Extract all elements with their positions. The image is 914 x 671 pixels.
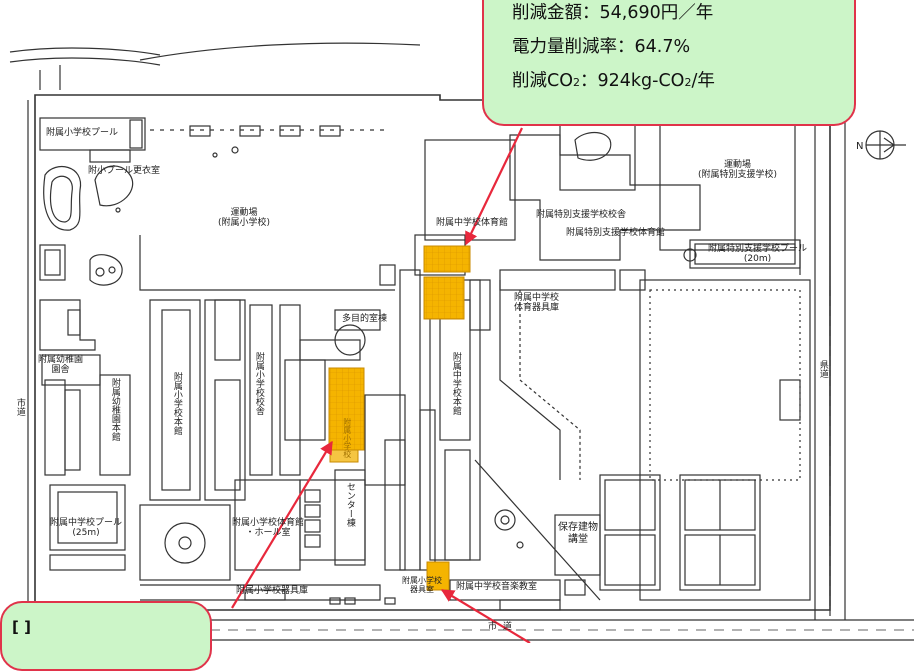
label-prefectural-road: 県道 [817,360,828,378]
label-left-road: 市道 [14,398,25,416]
label-field-special: 運動場 (附属特別支援学校) [698,160,778,181]
label-elementary-main: 附属小学校本館 [171,372,182,435]
label-middle-main: 附属中学校本館 [450,352,461,415]
label-elementary-storage2: 附属小学校 器具室 [402,576,442,595]
label-middle-equipment: 附属中学校 体育器具庫 [514,293,560,314]
pointer-arrows [231,127,531,643]
label-elementary-school-building: 附属小学校校舎 [253,352,264,415]
label-pool-elementary: 附属小学校プール [46,128,119,138]
solar-panels [328,245,471,591]
label-multipurpose-room: 多目的室棟 [342,314,388,324]
label-city-road: 市道 [488,622,519,632]
label-special-school-pool: 附属特別支援学校プール (20m) [708,244,808,265]
label-pool-changing-room: 附小プール更衣室 [88,166,161,176]
bottom-callout-text: [ ] [12,618,31,636]
label-middle-music: 附属中学校音楽教室 [456,582,538,592]
co2-unit: /年 [691,71,715,91]
bottom-callout [0,601,212,671]
label-field-elementary: 運動場 (附属小学校) [218,208,271,229]
co2-subscript-2: 2 [684,76,692,89]
savings-amount-line: 削減金額：54,690円／年 [512,3,714,23]
label-pool-middle: 附属中学校プール (25m) [50,518,123,539]
north-arrow-icon [865,130,906,160]
label-vertical-small: 附属小学校 [342,418,352,458]
label-kindergarten-building: 附属幼稚園 園舎 [38,355,84,376]
label-center: センター棟 [344,482,355,527]
co2-value: ：924kg-CO [580,71,685,91]
label-special-school-gym: 附属特別支援学校体育館 [566,228,666,238]
map-linework [9,42,914,641]
north-label: N [856,141,864,152]
label-elementary-gym: 附属小学校体育館 ・ホール室 [232,518,305,539]
label-kindergarten-main: 附属幼稚園本館 [109,378,120,441]
label-elementary-storage: 附属小学校器具庫 [236,586,309,596]
power-reduction-line: 電力量削減率：64.7% [512,37,691,57]
savings-callout [482,0,856,126]
co2-subscript: 2 [573,76,580,89]
label-special-school-building: 附属特別支援学校校舎 [536,210,627,220]
co2-prefix: 削減CO [512,71,573,91]
co2-reduction-line: 削減CO2：924kg-CO2/年 [512,68,715,96]
label-preserved-building: 保存建物 講堂 [558,522,598,545]
label-gym-middle: 附属中学校体育館 [436,218,509,228]
